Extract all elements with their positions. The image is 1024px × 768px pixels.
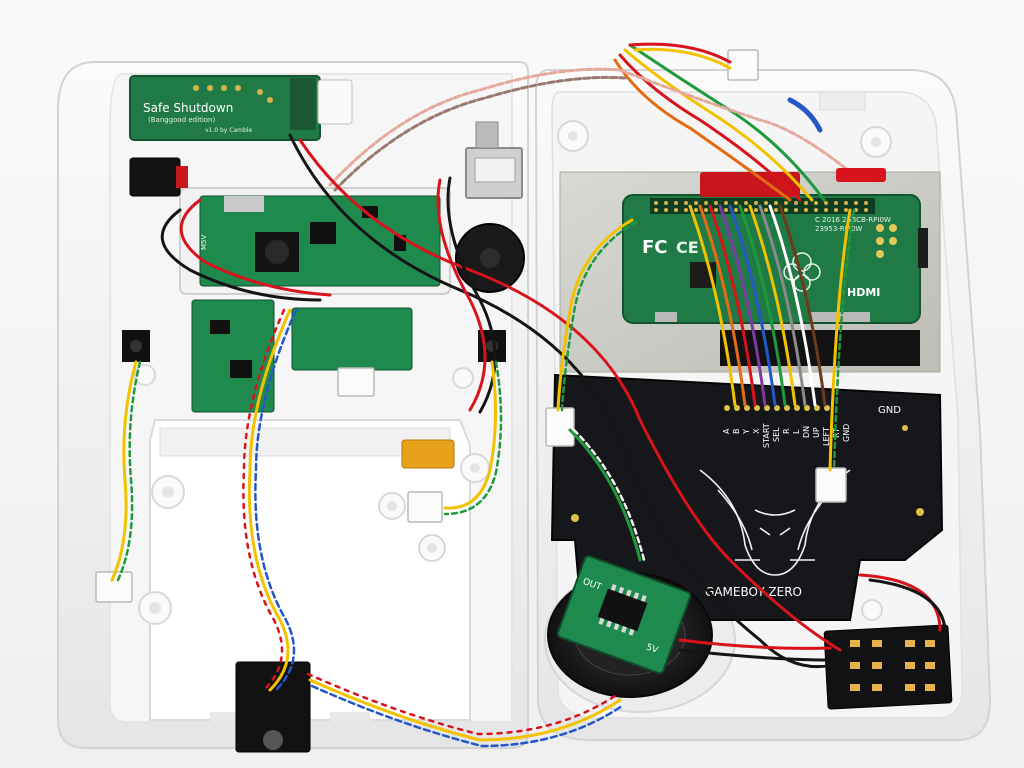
power-jack <box>129 157 188 197</box>
audio-amplifier-board: OUT 5V <box>556 555 692 675</box>
screen-ribbon <box>720 330 920 366</box>
lipo-battery <box>401 439 455 469</box>
green-breakout-board-b <box>291 307 413 371</box>
shutdown-connector <box>317 79 353 125</box>
pin-label-start: START <box>762 423 771 448</box>
pi-model-text-2: 23953-RPI0W <box>815 225 862 233</box>
pin-label-dn: DN <box>802 426 811 438</box>
wiring-harness <box>110 42 947 748</box>
green-breakout-board-a <box>191 299 275 413</box>
hdmi-label: HDMI <box>847 286 880 299</box>
pin-label-r: R <box>782 428 791 434</box>
ce-mark: CE <box>676 238 699 257</box>
shoulder-button-board <box>823 624 953 710</box>
pi-test-pads <box>876 224 897 258</box>
safe-shutdown-title: Safe Shutdown <box>143 101 233 115</box>
pin-label-gnd: GND <box>842 424 851 442</box>
headphone-jack <box>235 661 311 753</box>
pin-label-x: X <box>752 428 761 434</box>
pin-label-y: Y <box>742 429 751 435</box>
pin-label-left: LEFT <box>822 427 831 446</box>
safe-shutdown-version: v1.0 by Camble <box>205 127 252 134</box>
jst-connectors <box>95 49 847 603</box>
pin-label-rt: RT <box>832 428 841 438</box>
pin-label-sel: SEL <box>772 427 781 442</box>
safe-shutdown-subtitle: (Banggood edition) <box>148 116 215 124</box>
power-boost-board: M5V <box>179 187 451 295</box>
pin-label-l: L <box>792 429 801 434</box>
usb-a-port <box>465 121 523 199</box>
button-board-left <box>122 330 150 362</box>
charger-mark: M5V <box>200 235 208 250</box>
pin-label-b: B <box>732 429 741 435</box>
safe-shutdown-board: Safe Shutdown (Banggood edition) v1.0 by… <box>129 75 353 141</box>
gnd-label: GND <box>878 405 901 416</box>
pin-label-up: UP <box>812 427 821 438</box>
volume-knob <box>455 223 525 293</box>
fcc-mark: FC <box>642 237 668 258</box>
controller-pin-pads <box>724 405 830 411</box>
pin-label-a: A <box>722 428 731 434</box>
gpio-header <box>650 198 875 214</box>
micro-usb-port <box>224 196 264 212</box>
mascot-line-art <box>699 469 851 576</box>
gameboy-zero-label: GAMEBOY ZERO <box>705 585 802 599</box>
controller-pin-labels: A B Y X START SEL R L DN UP LEFT RT GND <box>722 423 851 448</box>
amp-5v-label: 5V <box>645 643 660 657</box>
